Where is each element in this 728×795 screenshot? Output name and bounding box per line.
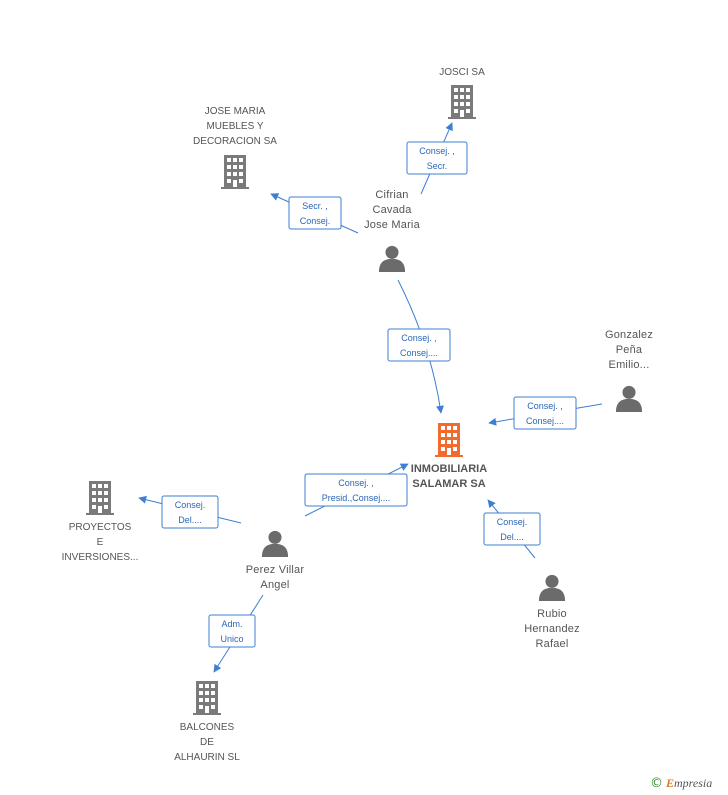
brand-initial: E xyxy=(666,776,675,790)
node-label: Emilio... xyxy=(609,359,650,371)
node-label: PROYECTOS xyxy=(69,522,132,533)
edge-gonzalez_main: Consej. , Consej.... xyxy=(488,396,603,430)
node-label: INMOBILIARIA xyxy=(411,463,487,475)
edge-label-text: Consej. xyxy=(175,500,206,510)
node-label: DE xyxy=(200,737,214,748)
node-label: INVERSIONES... xyxy=(62,552,139,563)
person-icon xyxy=(538,574,566,601)
edge-perez_main: Consej. , Presid.,Consej.... xyxy=(304,463,409,517)
edge-label-text: Secr. xyxy=(427,161,448,171)
node-label: Rubio xyxy=(537,608,567,620)
node-label: Cifrian xyxy=(375,189,408,201)
person-icon xyxy=(615,385,643,412)
building-icon xyxy=(448,85,476,119)
node-gonzalez[interactable]: GonzalezPeñaEmilio... xyxy=(605,329,653,412)
node-label: Cavada xyxy=(372,204,412,216)
edge-label-text: Consej.... xyxy=(400,348,438,358)
edge-label-box[interactable] xyxy=(406,141,468,175)
copyright-icon: © xyxy=(650,776,663,791)
edge-label-text: Consej. , xyxy=(401,333,437,343)
edge-label-text: Consej. xyxy=(300,216,331,226)
node-label: ALHAURIN SL xyxy=(174,752,240,763)
building-icon xyxy=(435,423,463,457)
node-main[interactable]: INMOBILIARIA SALAMAR SA xyxy=(411,423,487,490)
node-label: E xyxy=(97,537,104,548)
edge-label-text: Consej. xyxy=(497,517,528,527)
edge-label-text: Presid.,Consej.... xyxy=(322,493,391,503)
building-icon xyxy=(193,681,221,715)
edge-label-text: Adm. xyxy=(221,619,242,629)
edge-label-text: Consej.... xyxy=(526,416,564,426)
edge-label-text: Consej. , xyxy=(338,478,374,488)
edge-label-text: Del.... xyxy=(178,515,202,525)
edge-label-text: Unico xyxy=(220,634,243,644)
node-label: JOSE MARIA xyxy=(205,106,266,117)
edge-label-text: Del.... xyxy=(500,532,524,542)
node-label: Rafael xyxy=(536,638,569,650)
edge-perez_proyectos: Consej. Del.... xyxy=(138,495,242,529)
edge-cifrian_jose_maria: Secr. , Consej. xyxy=(270,193,359,234)
node-label: Jose Maria xyxy=(364,219,420,231)
node-label: Angel xyxy=(260,579,289,591)
node-josci[interactable]: JOSCI SA xyxy=(439,67,485,119)
node-label: Perez Villar xyxy=(246,564,305,576)
edge-label-box[interactable] xyxy=(288,196,342,230)
edge-label-box[interactable] xyxy=(304,473,408,507)
edge-label-text: Consej. , xyxy=(527,401,563,411)
brand-name: mpresia xyxy=(674,776,713,790)
node-jose_maria[interactable]: JOSE MARIA MUEBLES Y DECORACION SA xyxy=(193,106,277,189)
edge-label-box[interactable] xyxy=(513,396,577,430)
edge-label-text: Consej. , xyxy=(419,146,455,156)
edge-label-box[interactable] xyxy=(208,614,256,648)
edge-perez_balcones: Adm. Unico xyxy=(208,594,264,673)
building-icon xyxy=(221,155,249,189)
edge-cifrian_main: Consej. , Consej.... xyxy=(387,279,451,414)
empresia-brand: ©Empresia xyxy=(650,776,712,791)
node-label: SALAMAR SA xyxy=(412,478,485,490)
node-label: Hernandez xyxy=(524,623,580,635)
edge-label-box[interactable] xyxy=(483,512,541,546)
node-label: Peña xyxy=(616,344,643,356)
edge-cifrian_josci: Consej. , Secr. xyxy=(406,122,468,195)
person-icon xyxy=(261,530,289,557)
node-label: DECORACION SA xyxy=(193,136,277,147)
building-icon xyxy=(86,481,114,515)
person-icon xyxy=(378,245,406,272)
node-label: Gonzalez xyxy=(605,329,653,341)
edge-label-box[interactable] xyxy=(387,328,451,362)
edge-label-box[interactable] xyxy=(161,495,219,529)
node-label: MUEBLES Y xyxy=(206,121,263,132)
edge-rubio_main: Consej. Del.... xyxy=(483,499,541,559)
node-label: JOSCI SA xyxy=(439,67,485,78)
edge-label-text: Secr. , xyxy=(302,201,328,211)
node-proyectos[interactable]: PROYECTOS E INVERSIONES... xyxy=(62,481,139,563)
node-label: BALCONES xyxy=(180,722,235,733)
node-balcones[interactable]: BALCONES DE ALHAURIN SL xyxy=(174,681,240,763)
